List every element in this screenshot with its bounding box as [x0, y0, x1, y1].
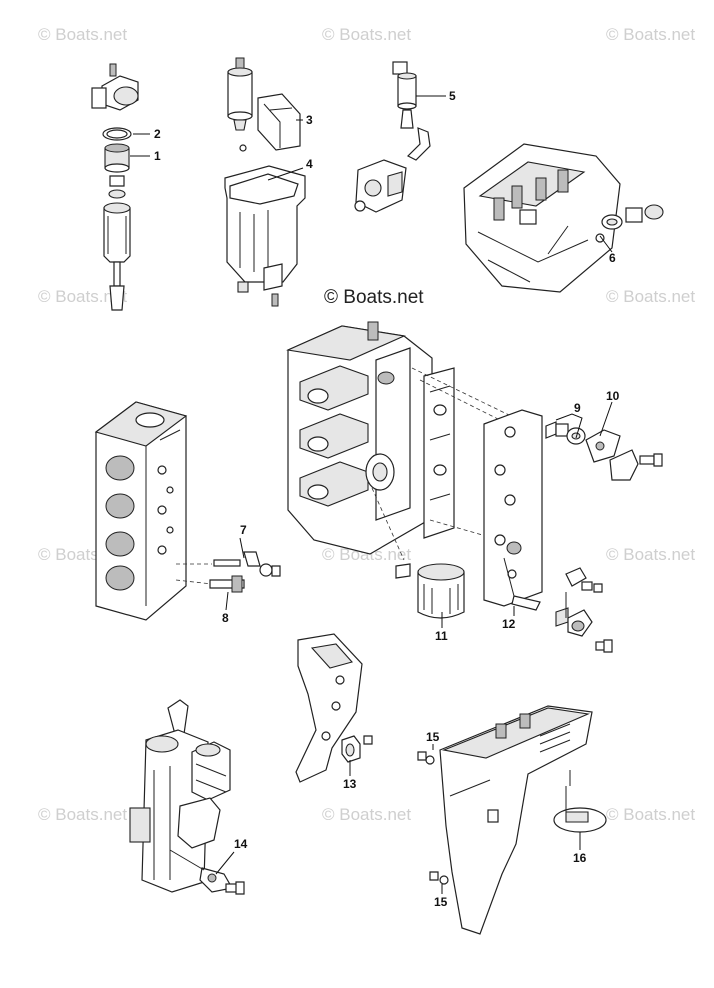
watermark: © Boats.net: [606, 25, 695, 44]
steering-bracket: [295, 633, 373, 783]
watermark: © Boats.net: [606, 287, 695, 306]
lower-gearcase: [417, 705, 607, 935]
watermark: © Boats.net: [606, 805, 695, 824]
watermark: © Boats.net: [322, 545, 411, 564]
callout-5: 5: [449, 89, 456, 103]
callout-labels: 2 1 3 4 5 6 7 8 9 10 11 12 13 14 15 15 1…: [154, 89, 620, 909]
watermark: © Boats.net: [322, 25, 411, 44]
callout-10: 10: [606, 389, 620, 403]
callout-2: 2: [154, 127, 161, 141]
callout-15-upper: 15: [426, 730, 440, 744]
power-trim-tilt: [129, 699, 245, 895]
cylinder-block: [286, 321, 663, 653]
callout-3: 3: [306, 113, 313, 127]
watermark: © Boats.net: [38, 805, 127, 824]
callout-9: 9: [574, 401, 581, 415]
watermark: © Boats.net: [606, 545, 695, 564]
cylinder-head: [94, 401, 281, 621]
watermark: © Boats.net: [38, 25, 127, 44]
callout-14: 14: [234, 837, 248, 851]
fuel-pump-assembly: [354, 61, 431, 213]
callout-13: 13: [343, 777, 357, 791]
callout-6: 6: [609, 251, 616, 265]
callout-1: 1: [154, 149, 161, 163]
vapor-separator-assembly: [224, 57, 306, 307]
callout-leaders: [130, 95, 613, 894]
watermark: © Boats.net: [38, 287, 127, 306]
callout-11: 11: [435, 629, 448, 643]
callout-7: 7: [240, 523, 247, 537]
watermark-layer: © Boats.net © Boats.net © Boats.net © Bo…: [38, 25, 695, 824]
center-watermark: © Boats.net: [324, 287, 424, 308]
callout-15-lower: 15: [434, 895, 448, 909]
watermark: © Boats.net: [322, 805, 411, 824]
callout-12: 12: [502, 617, 516, 631]
callout-8: 8: [222, 611, 229, 625]
callout-16: 16: [573, 851, 587, 865]
fuel-filter-assembly: [91, 63, 139, 311]
callout-4: 4: [306, 157, 313, 171]
exhaust-housing-upper: [463, 143, 664, 293]
